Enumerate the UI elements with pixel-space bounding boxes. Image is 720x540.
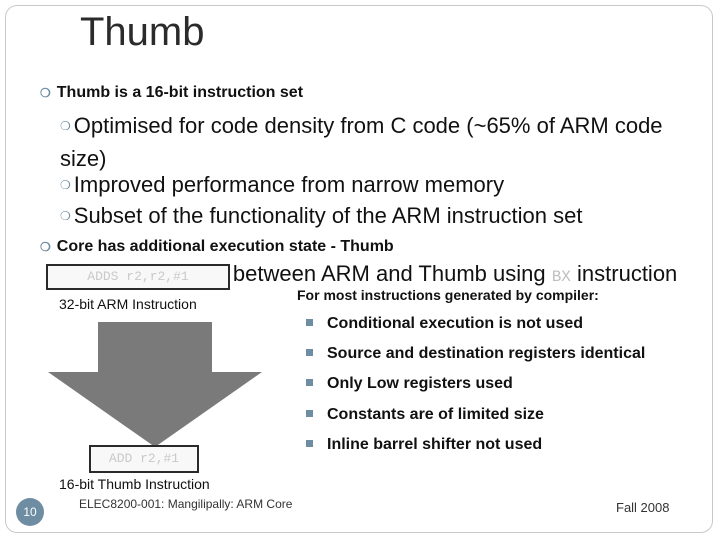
bullet-icon: ❍: [60, 209, 71, 223]
bullet-text: Core has additional execution state - Th…: [56, 238, 394, 255]
square-bullet-icon: [306, 379, 313, 386]
square-bullet-icon: [306, 349, 313, 356]
condition-item: Conditional execution is not used: [306, 315, 583, 333]
page-number-badge: 10: [16, 498, 44, 526]
bullet-text: Subset of the functionality of the ARM i…: [73, 203, 583, 228]
condition-text: Only Low registers used: [327, 375, 513, 392]
bx-keyword: BX: [551, 268, 571, 286]
condition-item: Source and destination registers identic…: [306, 345, 645, 363]
switch-instruction-text: Switch between ARM and Thumb using BX in…: [162, 261, 677, 287]
condition-item: Constants are of limited size: [306, 406, 544, 424]
arm-code: ADDS r2,r2,#1: [87, 269, 189, 284]
bullet-item: ❍ Core has additional execution state - T…: [40, 238, 394, 256]
bullet-item: ❍ Thumb is a 16-bit instruction set: [40, 84, 303, 102]
term-footer: Fall 2008: [616, 500, 670, 515]
sub-bullet-item: ❍Optimised for code density from C code …: [60, 111, 700, 174]
bullet-text: Improved performance from narrow memory: [73, 172, 505, 197]
thumb-code: ADD r2,#1: [108, 451, 180, 466]
thumb-code-box: ADD r2,#1: [89, 445, 199, 473]
bullet-text: Thumb is a 16-bit instruction set: [56, 84, 304, 101]
condition-text: Source and destination registers identic…: [327, 345, 646, 362]
slide-title: Thumb: [80, 10, 205, 54]
bullet-icon: ❍: [40, 86, 51, 100]
bullet-icon: ❍: [60, 178, 71, 192]
compiler-note: For most instructions generated by compi…: [297, 287, 599, 303]
switch-suffix: instruction: [570, 261, 678, 286]
bullet-text: Optimised for code density from C code (…: [60, 113, 663, 171]
condition-text: Conditional execution is not used: [327, 315, 584, 332]
conversion-arrow: [48, 322, 262, 447]
condition-item: Inline barrel shifter not used: [306, 436, 542, 454]
course-footer: ELEC8200-001: Mangilipally: ARM Core: [79, 497, 293, 511]
sub-bullet-item: ❍Improved performance from narrow memory: [60, 172, 504, 198]
square-bullet-icon: [306, 440, 313, 447]
square-bullet-icon: [306, 319, 313, 326]
thumb-instruction-label: 16-bit Thumb Instruction: [59, 476, 210, 492]
arm-instruction-label: 32-bit ARM Instruction: [59, 296, 197, 312]
bullet-icon: ❍: [40, 240, 51, 254]
bullet-icon: ❍: [60, 119, 71, 133]
condition-text: Inline barrel shifter not used: [327, 436, 543, 453]
arm-code-box: ADDS r2,r2,#1: [46, 264, 230, 290]
square-bullet-icon: [306, 410, 313, 417]
condition-text: Constants are of limited size: [327, 406, 544, 423]
sub-bullet-item: ❍Subset of the functionality of the ARM …: [60, 203, 582, 229]
condition-item: Only Low registers used: [306, 375, 513, 393]
